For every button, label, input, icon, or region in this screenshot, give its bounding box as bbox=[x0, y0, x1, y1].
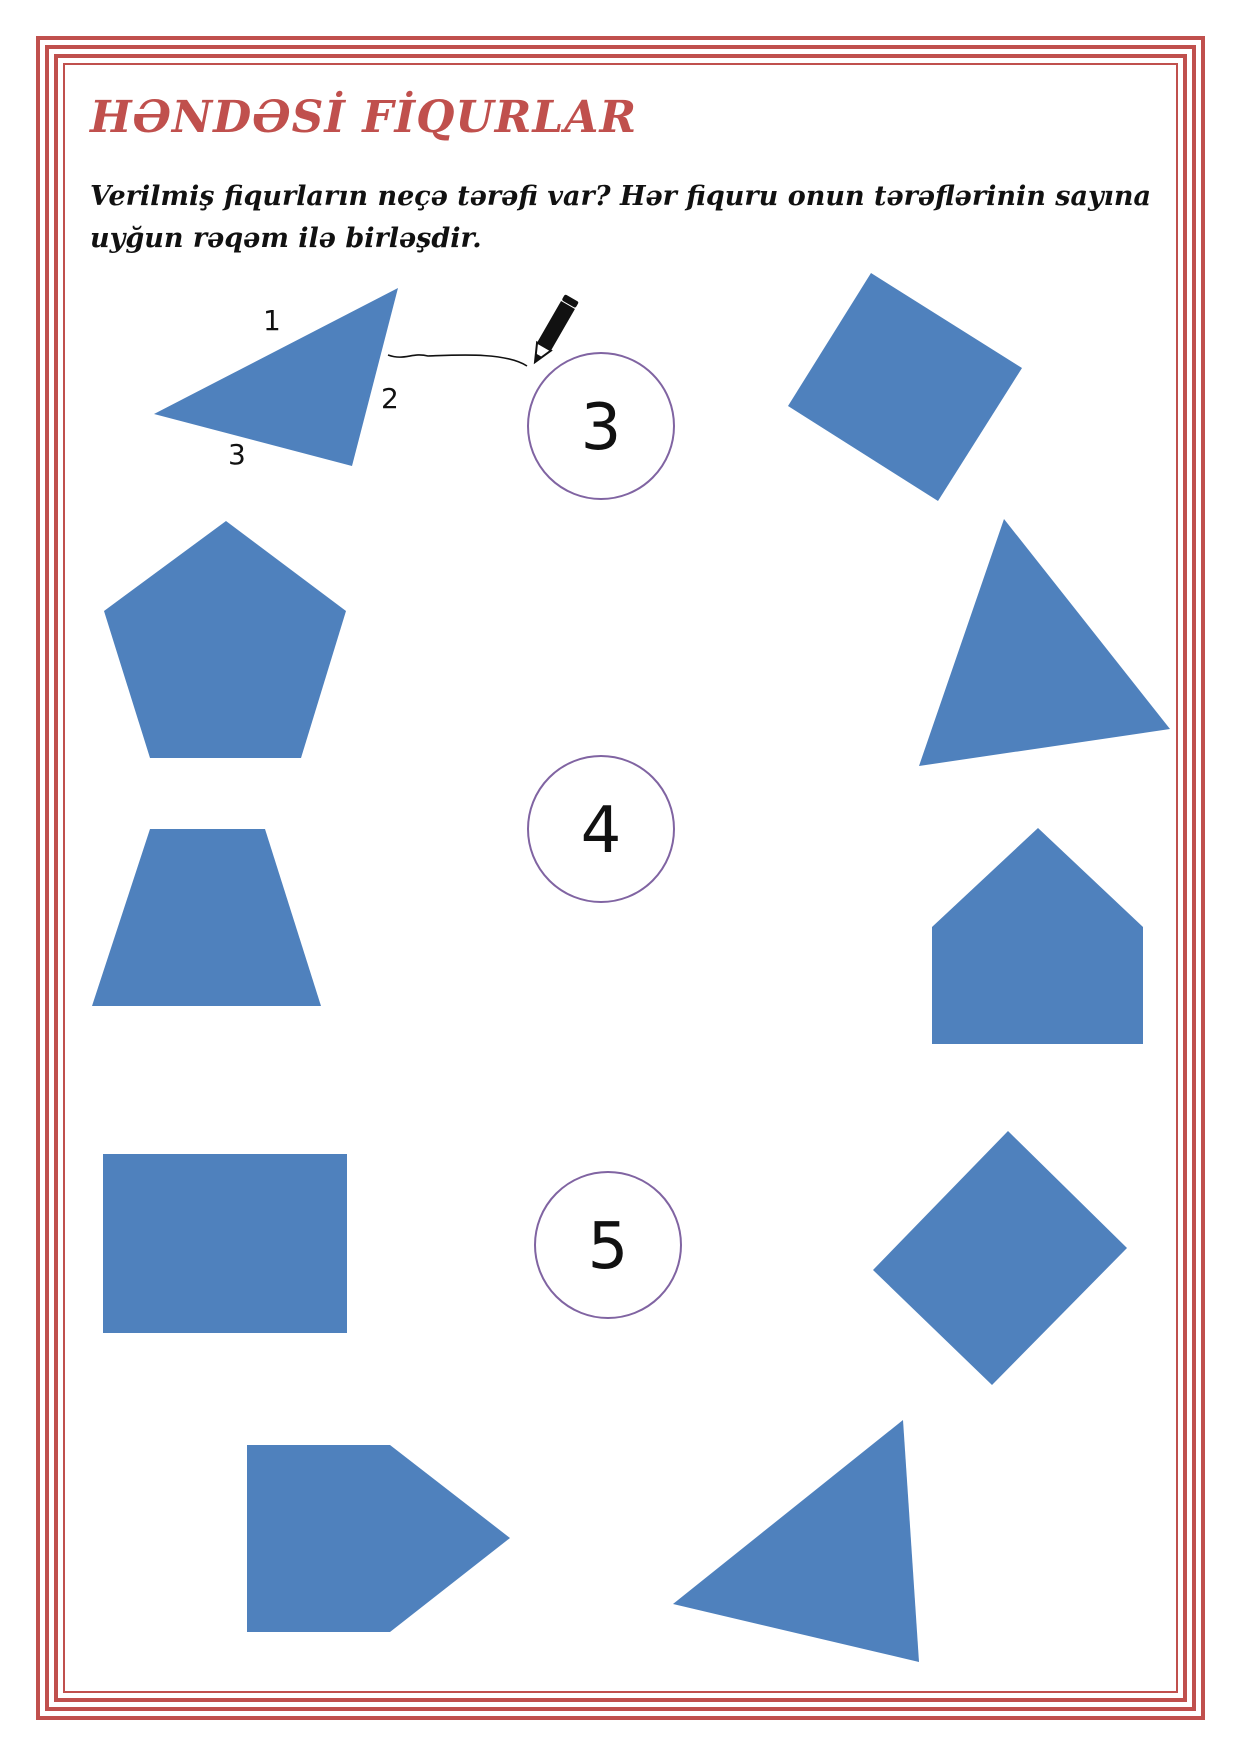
page-border-outer bbox=[36, 36, 1205, 1720]
shape-house-pentagon[interactable] bbox=[932, 828, 1143, 1044]
page-border-thin bbox=[63, 63, 1178, 1693]
shape-arrow-pentagon[interactable] bbox=[247, 1445, 510, 1632]
instruction-line-1: Verilmiş fiqurların neçə tərəfi var? Hər… bbox=[90, 181, 1152, 212]
shape-triangle-bottom[interactable] bbox=[673, 1420, 919, 1662]
shape-pentagon[interactable] bbox=[104, 521, 346, 758]
shape-rotated-square[interactable] bbox=[788, 273, 1022, 501]
pencil-icon bbox=[533, 294, 579, 365]
answer-number-4: 4 bbox=[581, 794, 622, 868]
shape-triangle-right[interactable] bbox=[919, 519, 1170, 766]
example-connection-line bbox=[387, 354, 528, 367]
shape-trapezoid[interactable] bbox=[92, 829, 321, 1006]
answer-number-5: 5 bbox=[588, 1210, 629, 1284]
shape-diamond[interactable] bbox=[873, 1131, 1127, 1385]
answer-circle-4[interactable]: 4 bbox=[527, 755, 675, 903]
instructions: Verilmiş fiqurların neçə tərəfi var? Hər… bbox=[90, 176, 1152, 260]
example-triangle[interactable] bbox=[154, 288, 398, 466]
instruction-line-2: uyğun rəqəm ilə birləşdir. bbox=[90, 223, 482, 254]
answer-circle-5[interactable]: 5 bbox=[534, 1171, 682, 1319]
side-label-1: 1 bbox=[263, 304, 281, 337]
answer-circle-3[interactable]: 3 bbox=[527, 352, 675, 500]
side-label-2: 2 bbox=[381, 382, 399, 415]
shape-rectangle[interactable] bbox=[103, 1154, 347, 1333]
page-title: HƏNDƏSİ FİQURLAR bbox=[90, 92, 638, 143]
side-label-3: 3 bbox=[228, 438, 246, 471]
page-border-inner bbox=[54, 54, 1187, 1702]
answer-number-3: 3 bbox=[581, 391, 622, 465]
page-border-middle bbox=[45, 45, 1196, 1711]
